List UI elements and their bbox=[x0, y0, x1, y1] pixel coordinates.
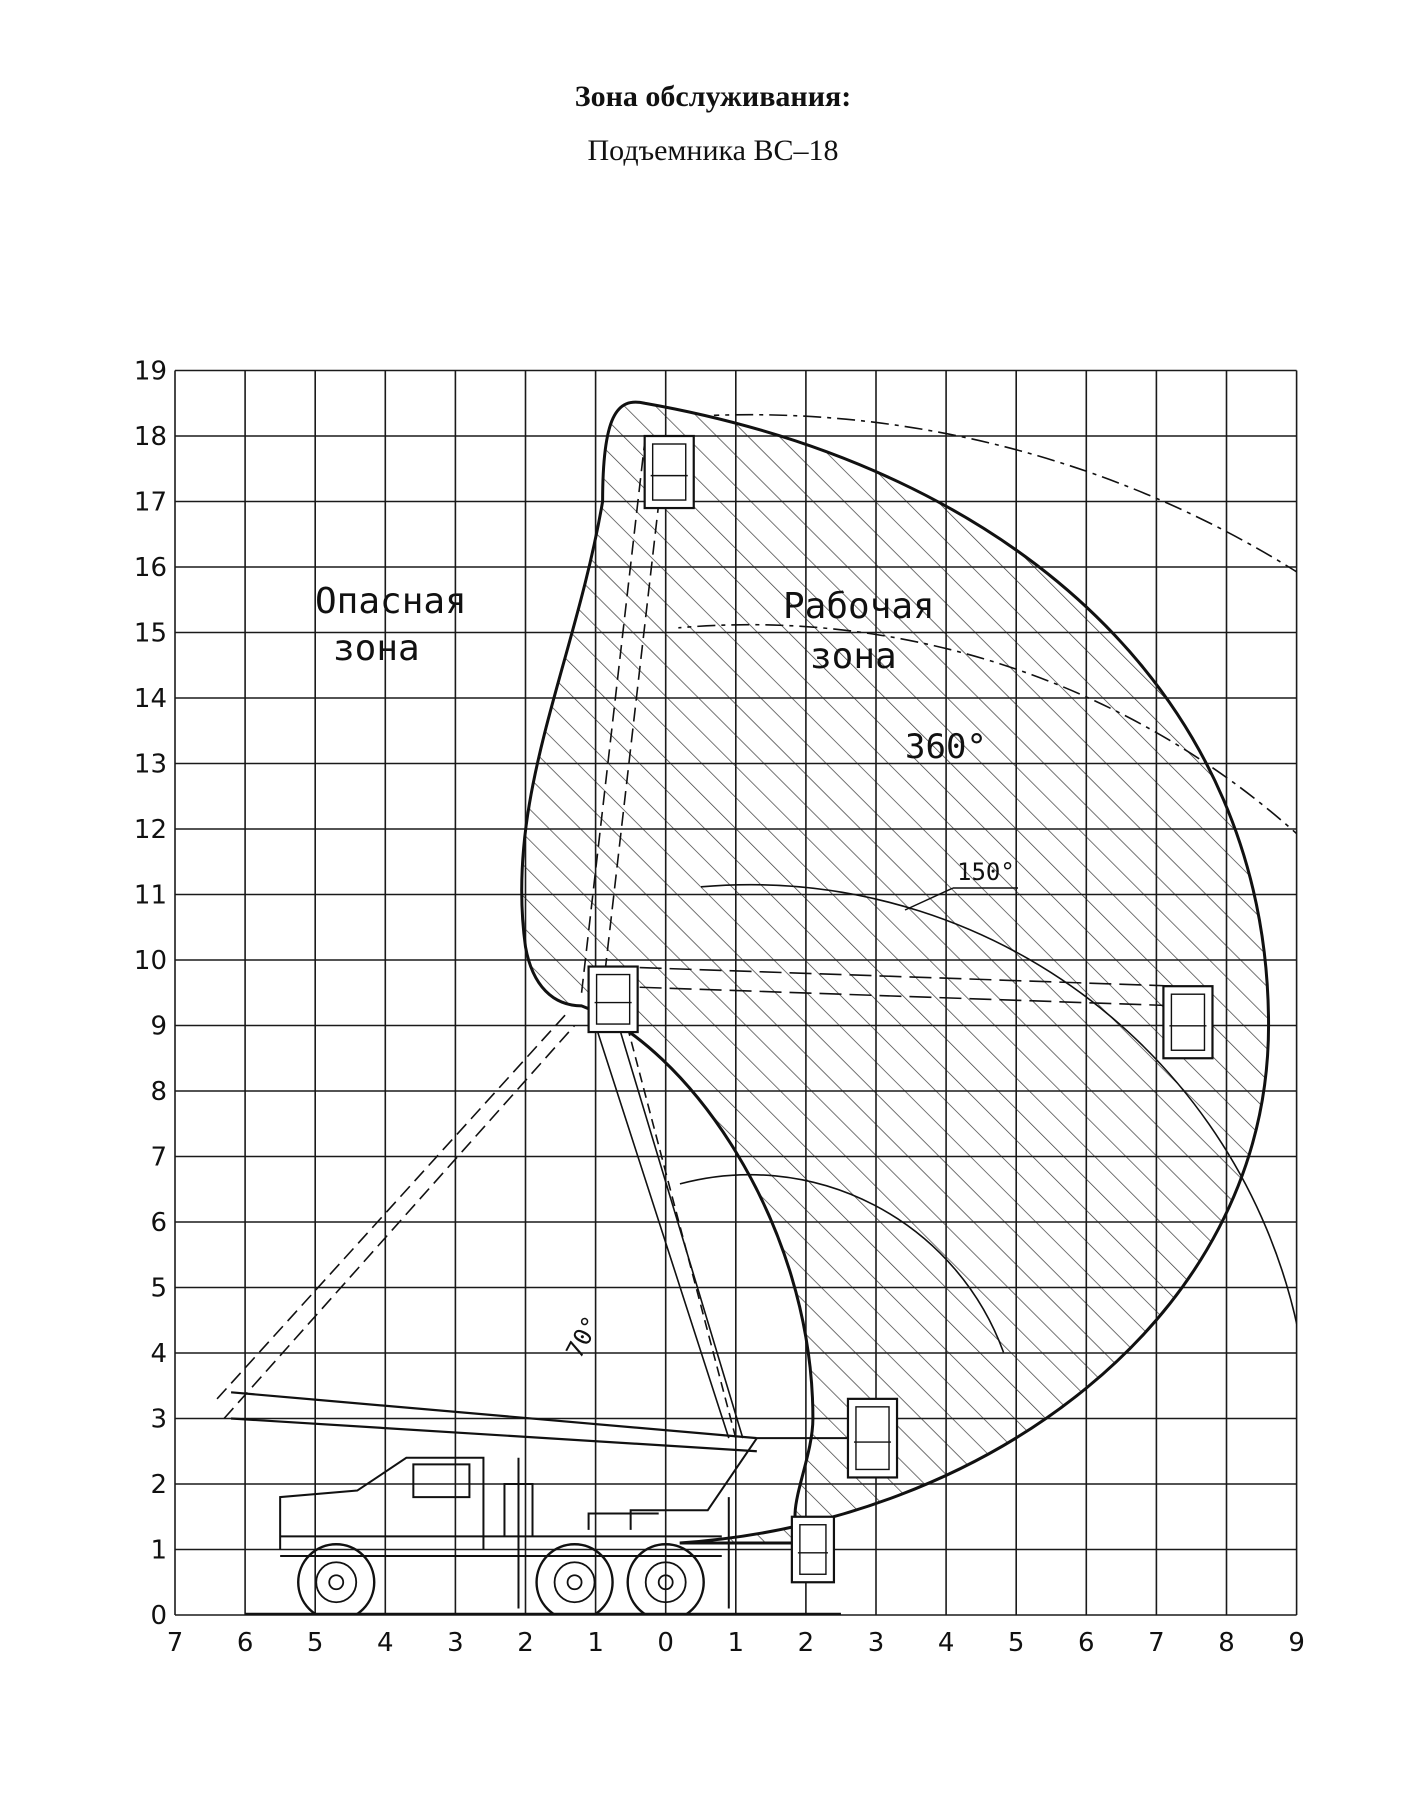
basket-inner bbox=[651, 443, 687, 501]
angle-70-label: 70° bbox=[561, 1311, 606, 1362]
wheel-hub bbox=[315, 1561, 358, 1604]
y-tick-label: 8 bbox=[150, 1077, 167, 1107]
boom-positions bbox=[216, 442, 1178, 1453]
danger-zone-label-line1: Опасная bbox=[315, 581, 467, 622]
x-tick-label: 7 bbox=[167, 1628, 184, 1658]
work-zone-label-line1: Рабочая bbox=[783, 586, 935, 627]
truck-wheel bbox=[535, 1543, 614, 1615]
wheel-center bbox=[328, 1574, 345, 1591]
boom-line bbox=[609, 965, 1178, 987]
wheel-center bbox=[566, 1574, 583, 1591]
cab-window bbox=[412, 1463, 471, 1499]
y-tick-label: 10 bbox=[134, 946, 167, 976]
basket-inner bbox=[855, 1406, 890, 1471]
y-tick-label: 7 bbox=[150, 1143, 167, 1173]
y-tick-label: 4 bbox=[150, 1339, 167, 1369]
boom-line bbox=[622, 1012, 737, 1439]
basket-inner bbox=[1170, 993, 1206, 1051]
basket bbox=[587, 965, 639, 1034]
y-tick-label: 15 bbox=[134, 619, 167, 649]
y-tick-label: 17 bbox=[134, 488, 167, 518]
basket-frame bbox=[790, 1515, 836, 1584]
x-axis-ticks: 7 6 5 4 3 2 1 0 1 2 3 4 5 6 7 8 9 bbox=[167, 1628, 1305, 1658]
y-tick-label: 2 bbox=[150, 1470, 167, 1500]
boom-line bbox=[231, 1417, 757, 1453]
y-tick-label: 11 bbox=[134, 881, 167, 911]
y-tick-label: 14 bbox=[134, 684, 167, 714]
boom-line bbox=[609, 985, 1178, 1007]
basket bbox=[643, 434, 695, 510]
x-tick-label: 6 bbox=[1078, 1628, 1095, 1658]
boom-line bbox=[223, 1024, 576, 1420]
x-tick-label: 4 bbox=[377, 1628, 394, 1658]
truck-cab bbox=[279, 1456, 485, 1550]
x-tick-label: 4 bbox=[938, 1628, 955, 1658]
danger-zone-label-line2: зона bbox=[333, 628, 420, 669]
wheel-hub bbox=[644, 1561, 687, 1604]
angle-70-arc bbox=[679, 1173, 1005, 1353]
x-tick-label: 7 bbox=[1148, 1628, 1165, 1658]
boom-line bbox=[580, 442, 646, 993]
x-tick-label: 2 bbox=[798, 1628, 815, 1658]
y-tick-label: 9 bbox=[150, 1012, 167, 1042]
truck-wheel bbox=[297, 1543, 376, 1615]
boom-line bbox=[601, 442, 667, 993]
basket bbox=[790, 1515, 836, 1584]
y-tick-label: 3 bbox=[150, 1405, 167, 1435]
work-zone-area bbox=[520, 400, 1271, 1545]
angle-150-label: 150° bbox=[957, 858, 1015, 886]
work-zone-label-line2: зона bbox=[810, 636, 897, 677]
boom-line bbox=[216, 1011, 569, 1400]
y-tick-label: 1 bbox=[150, 1536, 167, 1566]
rotation-angle-label: 360° bbox=[905, 727, 987, 767]
boom-line bbox=[230, 1391, 757, 1440]
page-subtitle: Подъемника ВС–18 bbox=[587, 134, 839, 167]
wheel-center bbox=[657, 1574, 674, 1591]
basket bbox=[846, 1397, 899, 1479]
y-tick-label: 13 bbox=[134, 750, 167, 780]
boom-line bbox=[615, 1018, 744, 1439]
page-title: Зона обслуживания: bbox=[574, 80, 852, 113]
y-tick-label: 6 bbox=[150, 1208, 167, 1238]
x-tick-label: 5 bbox=[307, 1628, 324, 1658]
x-tick-label: 1 bbox=[587, 1628, 604, 1658]
basket bbox=[1162, 985, 1214, 1060]
x-tick-label: 3 bbox=[868, 1628, 885, 1658]
x-tick-label: 0 bbox=[657, 1628, 674, 1658]
x-tick-label: 1 bbox=[728, 1628, 745, 1658]
y-tick-label: 19 bbox=[134, 357, 167, 387]
x-tick-label: 5 bbox=[1008, 1628, 1025, 1658]
x-tick-label: 3 bbox=[447, 1628, 464, 1658]
boom-line bbox=[594, 1025, 730, 1439]
y-tick-label: 16 bbox=[134, 553, 167, 583]
y-tick-label: 12 bbox=[134, 815, 167, 845]
rear-platform bbox=[587, 1512, 659, 1530]
x-tick-label: 6 bbox=[237, 1628, 254, 1658]
angle-150-leader bbox=[904, 887, 954, 911]
y-tick-label: 18 bbox=[134, 422, 167, 452]
turntable bbox=[629, 1437, 758, 1530]
work-baskets bbox=[587, 434, 1214, 1584]
basket-inner bbox=[595, 973, 631, 1025]
wheel-hub bbox=[553, 1561, 596, 1604]
truck-chassis bbox=[245, 1437, 841, 1615]
x-tick-label: 2 bbox=[517, 1628, 534, 1658]
inner-rotation-arc bbox=[700, 883, 1297, 1330]
truck-wheel bbox=[626, 1543, 705, 1615]
basket-inner bbox=[799, 1524, 827, 1575]
y-tick-label: 5 bbox=[150, 1274, 167, 1304]
x-tick-label: 8 bbox=[1218, 1628, 1235, 1658]
y-tick-label: 0 bbox=[150, 1601, 167, 1631]
x-tick-label: 9 bbox=[1288, 1628, 1305, 1658]
